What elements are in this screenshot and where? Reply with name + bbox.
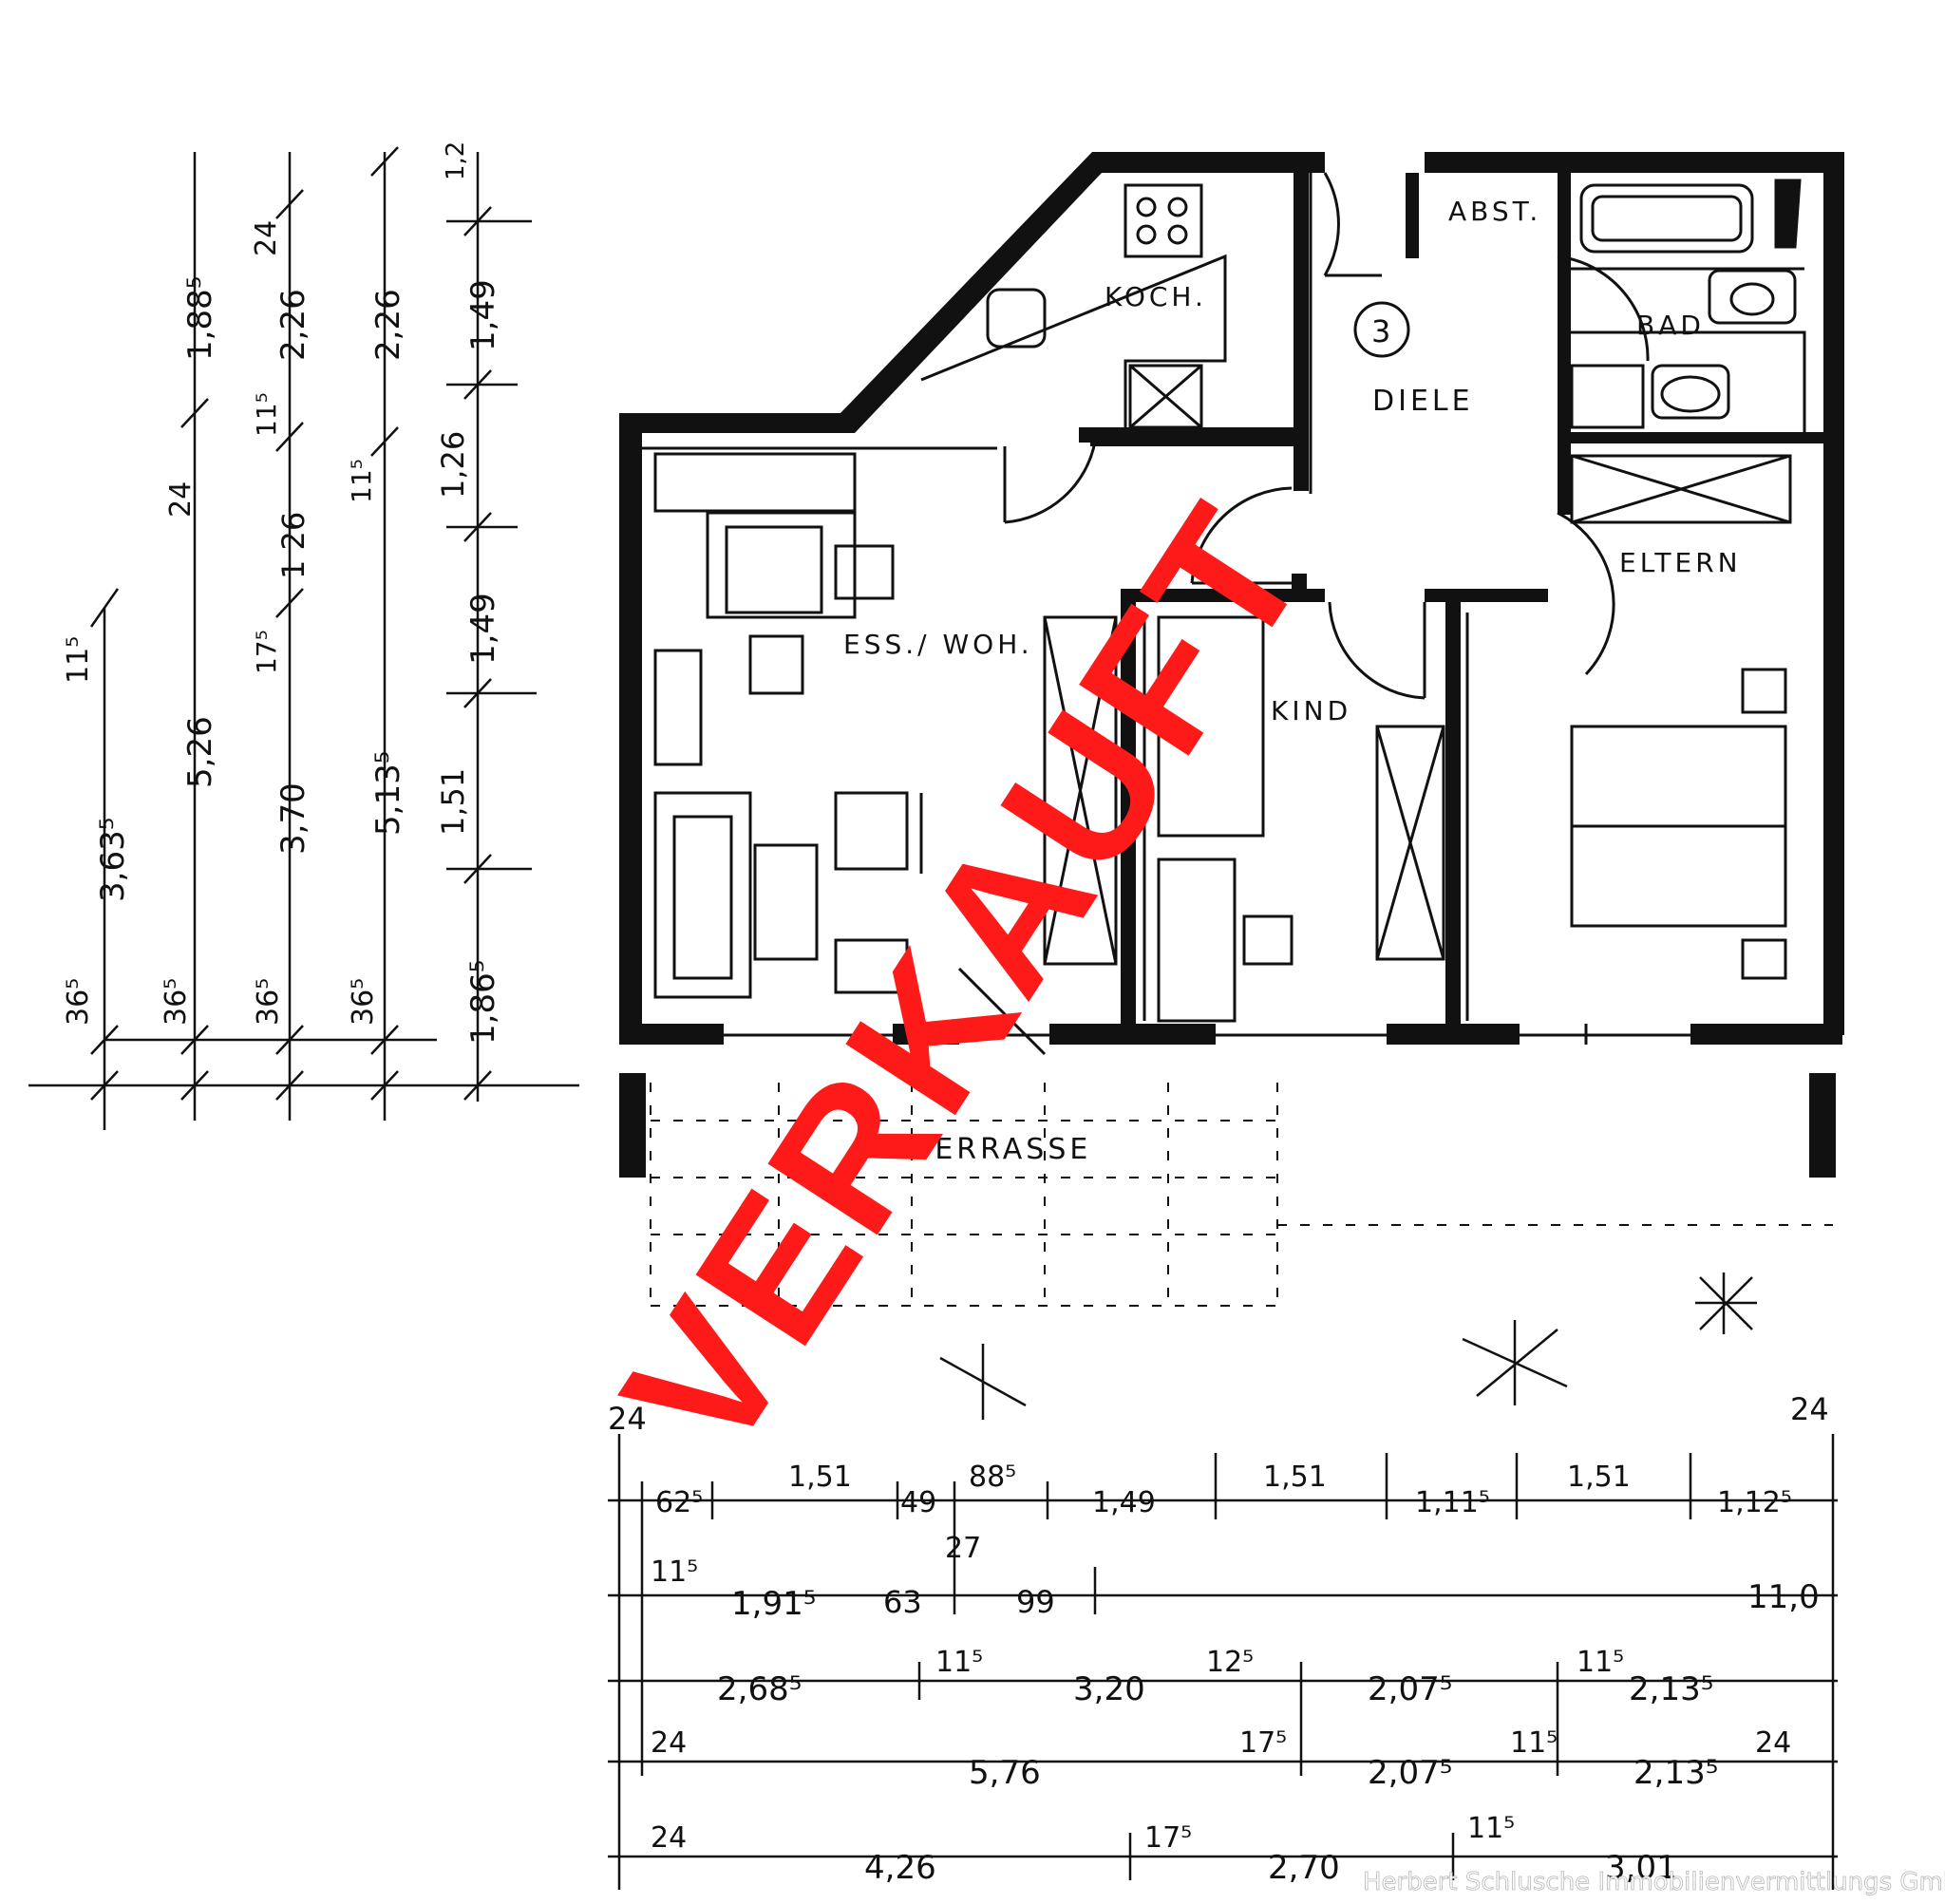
dim-r5-b: 4,26 (864, 1849, 936, 1887)
dim-r4-f: 2,13⁵ (1633, 1754, 1718, 1792)
dim-left-5-d: 1,49 (464, 593, 502, 665)
room-label-storage: ABST. (1448, 196, 1541, 227)
inner-outlines (642, 173, 1806, 1045)
dim-left-1-c: 36⁵ (62, 978, 95, 1026)
dim-left-5-a: 1,2 (442, 141, 470, 180)
dim-left-2-b: 24 (164, 481, 198, 518)
dim-r1-e: 1,49 (1092, 1486, 1156, 1519)
dim-r1-f: 1,51 (1263, 1461, 1327, 1494)
room-label-kitchen: KOCH. (1105, 281, 1207, 312)
dim-left-4-c: 5,13⁵ (369, 751, 407, 836)
dim-r4-e: 11⁵ (1510, 1726, 1558, 1760)
dim-left-5-b: 1,49 (464, 279, 502, 351)
room-label-parents: ELTERN (1619, 547, 1742, 578)
dim-r5-d: 2,70 (1268, 1849, 1340, 1887)
room-label-hall: DIELE (1372, 385, 1474, 418)
dim-left-1-b: 3,63⁵ (94, 818, 132, 902)
dim-left-3-e: 17⁵ (251, 630, 282, 674)
dim-r3-f: 11⁵ (1577, 1646, 1624, 1679)
fixtures (653, 179, 1802, 1056)
dim-r4-a: 24 (651, 1726, 687, 1760)
dim-r2-e: 99 (1016, 1584, 1055, 1620)
dim-r1-c: 49 (900, 1486, 936, 1519)
dim-r5-f: 3,01 (1605, 1849, 1677, 1887)
dim-r3-a: 2,68⁵ (717, 1670, 802, 1708)
dim-r1-g: 1,11⁵ (1415, 1486, 1490, 1519)
left-dimension-labels: 3,63⁵ 11⁵ 36⁵ 1,88⁵ 24 5,26 36⁵ 24 2,26 … (62, 141, 502, 1045)
dim-left-2-c: 5,26 (181, 716, 219, 788)
left-dimension-chains (28, 146, 579, 1130)
dim-left-4-b: 11⁵ (346, 459, 377, 503)
dim-left-2-d: 36⁵ (160, 978, 193, 1026)
dim-r2-b: 1,91⁵ (731, 1585, 816, 1623)
dim-left-3-d: 1 26 (275, 512, 312, 579)
dim-left-4-d: 36⁵ (347, 978, 380, 1026)
dim-r5-a: 24 (651, 1821, 687, 1855)
dim-top-left-corner: 24 (608, 1401, 647, 1437)
bottom-dimension-lines (608, 1434, 1838, 1890)
dim-r4-d: 2,07⁵ (1368, 1754, 1452, 1792)
doors (1003, 172, 1650, 700)
dim-left-5-f: 1,86⁵ (464, 960, 502, 1045)
garden-shrubs (939, 1272, 1757, 1420)
unit-number-circle (1353, 301, 1410, 358)
dim-left-4-a: 2,26 (369, 289, 407, 361)
dim-r3-d: 12⁵ (1206, 1646, 1254, 1679)
dim-r4-c: 17⁵ (1239, 1726, 1287, 1760)
dim-r2-d: 27 (945, 1532, 981, 1565)
dim-r1-b: 1,51 (788, 1461, 852, 1494)
room-label-bath: BAD (1636, 310, 1705, 341)
room-label-child: KIND (1271, 695, 1351, 726)
dim-r1-i: 1,12⁵ (1717, 1486, 1792, 1519)
dim-r3-c: 3,20 (1073, 1670, 1145, 1708)
dim-left-3-g: 36⁵ (252, 978, 285, 1026)
dim-left-3-f: 3,70 (274, 782, 312, 855)
room-label-terrace: TERRASSE (913, 1133, 1091, 1166)
unit-number: 3 (1371, 313, 1394, 349)
dim-left-2-a: 1,88⁵ (181, 276, 219, 361)
dim-r2-a: 11⁵ (651, 1555, 698, 1589)
room-labels: KOCH. ABST. BAD 3 DIELE ESS./ WOH. KIND … (843, 196, 1742, 1166)
dim-r5-c: 17⁵ (1144, 1821, 1192, 1855)
dim-r2-f: 11,0 (1747, 1578, 1820, 1616)
dim-r1-h: 1,51 (1567, 1461, 1631, 1494)
room-label-living: ESS./ WOH. (843, 629, 1033, 660)
dim-r2-c: 63 (883, 1584, 922, 1620)
dim-top-right-corner: 24 (1790, 1391, 1829, 1427)
watermark-text: Herbert Schlusche Immobilienvermittlungs… (1363, 1868, 1945, 1896)
dim-left-3-a: 24 (250, 220, 283, 256)
dim-r1-a: 62⁵ (655, 1486, 703, 1519)
dim-left-5-c: 1,26 (435, 431, 471, 499)
terrace (619, 1073, 1836, 1420)
dim-r5-e: 11⁵ (1467, 1812, 1515, 1845)
dim-r3-e: 2,07⁵ (1368, 1670, 1452, 1708)
dim-left-3-c: 11⁵ (251, 392, 282, 437)
dim-r3-g: 2,13⁵ (1629, 1670, 1713, 1708)
dim-r1-d: 88⁵ (969, 1461, 1016, 1494)
bottom-dimension-labels: 24 24 62⁵ 1,51 49 88⁵ 1,49 1,51 1,11⁵ 1,… (608, 1391, 1829, 1887)
dim-left-3-b: 2,26 (274, 289, 312, 361)
dim-left-1-a: 11⁵ (62, 636, 95, 684)
dim-r3-b: 11⁵ (935, 1646, 983, 1679)
dim-r4-b: 5,76 (969, 1754, 1041, 1792)
dim-left-5-e: 1,51 (435, 768, 471, 836)
dim-r4-g: 24 (1755, 1726, 1791, 1760)
